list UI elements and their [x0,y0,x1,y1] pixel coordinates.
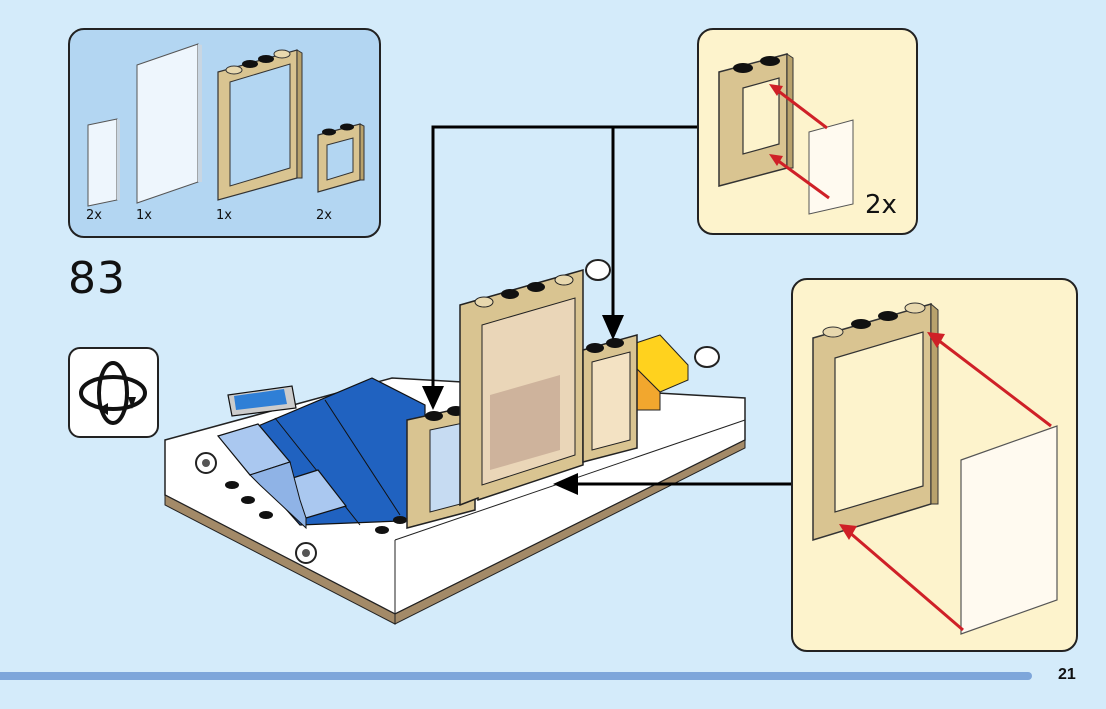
arrow-down-left [422,386,444,410]
axle-rollers [195,259,720,564]
rotate-arrows-icon [79,361,147,425]
window-frame-large-part [812,302,939,542]
part-quantity: 1x [216,208,232,223]
window-frame-small-left [406,404,476,529]
assembly-arrow [839,332,1052,632]
studs [225,481,407,534]
assembly-arrow [769,84,830,200]
window-frame-small-right [582,334,638,463]
large-window-assembly-illustration [812,302,1058,635]
sub-assembly-panel-large-window [791,278,1078,652]
part-quantity: 1x [136,208,152,223]
rotate-model-icon [68,347,159,438]
footer-bar [0,672,1032,680]
part-quantity: 2x [86,208,102,223]
tablet-tile [227,385,297,417]
parts-illustration [87,43,365,207]
light-blue-tiles [216,423,348,530]
sub-assembly-panel-small-window [697,28,918,235]
window-frame-small-part [718,53,794,187]
step-number: 83 [68,253,126,304]
small-window-assembly-illustration [718,53,854,215]
glass-pane-small-part [87,118,120,207]
window-frame-large-center [459,269,584,507]
parts-list-panel: 2x 1x 1x 2x [68,28,381,238]
callout-lines [431,125,791,486]
window-frame-large-part [217,49,303,201]
arrow-left [553,473,578,495]
arrow-down-right [602,315,624,340]
window-frame-small-part [317,123,365,193]
glass-pane-large-part [960,425,1058,635]
callout-arrowheads [422,315,624,495]
glass-pane-large-part [136,43,202,204]
sub-assembly-quantity: 2x [865,190,897,220]
part-quantity: 2x [316,208,332,223]
page-number: 21 [1058,666,1076,683]
